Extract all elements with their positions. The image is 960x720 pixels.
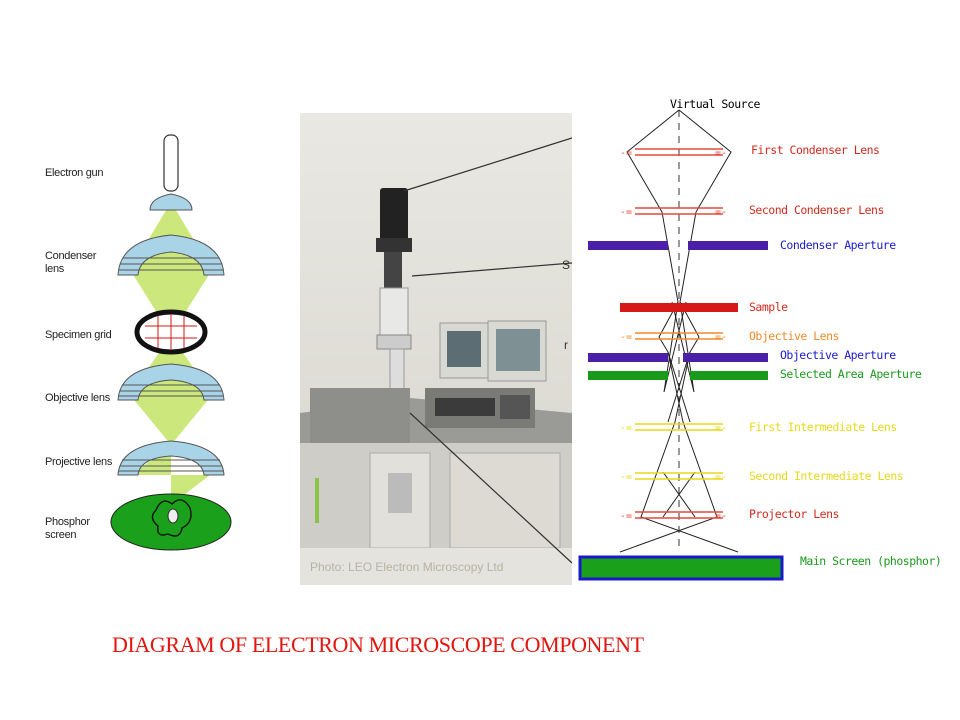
- svg-text:-=: -=: [620, 511, 632, 522]
- label-electron-gun: Electron gun: [45, 167, 104, 179]
- svg-text:=-: =-: [715, 472, 727, 483]
- objective-lens-mark: -= =-: [620, 332, 727, 343]
- ray-label-virtual-source: Virtual Source: [670, 97, 760, 111]
- objective-lens-shape: [117, 363, 225, 401]
- svg-text:-=: -=: [620, 472, 632, 483]
- label-condenser-lens: Condenser lens: [45, 250, 97, 275]
- condenser-aperture-right: [688, 241, 768, 250]
- svg-text:-=: -=: [620, 423, 632, 434]
- phosphor-screen-shape: [110, 493, 232, 551]
- diagram-caption: DIAGRAM OF ELECTRON MICROSCOPE COMPONENT: [112, 632, 644, 657]
- first-condenser-lens-mark: -= =-: [620, 148, 727, 159]
- cut-off-label-s: S: [562, 258, 570, 272]
- main-screen-mark: [578, 555, 784, 581]
- svg-text:=-: =-: [715, 207, 727, 218]
- svg-text:=-: =-: [715, 148, 727, 159]
- microscope-photo: S r Photo: LEO Electron Microscopy Ltd: [300, 113, 573, 585]
- ray-label-sample: Sample: [749, 300, 788, 314]
- projective-lens-shape: [117, 440, 225, 476]
- beam-cone-2: [130, 270, 212, 335]
- ray-label-second-condenser-lens: Second Condenser Lens: [749, 203, 884, 217]
- first-intermediate-lens-mark: -= =-: [620, 423, 727, 434]
- objective-aperture-left: [588, 353, 668, 362]
- ray-diagram: -= =- -= =- -= =- -= =- -= =- -= =- Virtual So…: [575, 92, 950, 592]
- objective-aperture-right: [683, 353, 768, 362]
- label-phosphor-screen: Phosphor screen: [45, 516, 90, 541]
- pointer-line-top: [403, 137, 573, 192]
- ray-label-selected-area-aperture: Selected Area Aperture: [780, 367, 922, 381]
- selected-area-aperture-right: [690, 371, 768, 380]
- ray-label-condenser-aperture: Condenser Aperture: [780, 238, 896, 252]
- ray-label-first-condenser-lens: First Condenser Lens: [751, 143, 880, 157]
- ray-label-second-intermediate-lens: Second Intermediate Lens: [749, 469, 904, 483]
- second-intermediate-lens-mark: -= =-: [620, 472, 727, 483]
- selected-area-aperture-left: [588, 371, 668, 380]
- ray-label-objective-aperture: Objective Aperture: [780, 348, 896, 362]
- cut-off-label-r: r: [564, 338, 568, 352]
- condenser-lens-shape: [117, 234, 225, 276]
- label-projective-lens: Projective lens: [45, 456, 113, 468]
- electron-microscope-schematic: Electron gun Condenser lens Specimen gri…: [40, 130, 250, 570]
- schematic-drawing: [110, 134, 232, 551]
- microscope-photo-drawing: S r: [300, 113, 573, 585]
- svg-text:-=: -=: [620, 332, 632, 343]
- electron-gun-tube: [163, 134, 179, 192]
- pointer-line-bottom: [409, 412, 573, 564]
- svg-text:=-: =-: [715, 423, 727, 434]
- pointer-line-middle: [411, 262, 573, 277]
- svg-text:=-: =-: [715, 332, 727, 343]
- condenser-aperture-left: [588, 241, 668, 250]
- label-objective-lens: Objective lens: [45, 392, 110, 404]
- column-top: [380, 188, 408, 248]
- beam-cone-4: [130, 395, 212, 445]
- svg-text:-=: -=: [620, 148, 632, 159]
- specimen-grid-shape: [134, 309, 208, 355]
- svg-text:=-: =-: [715, 511, 727, 522]
- second-condenser-lens-mark: -= =-: [620, 207, 727, 218]
- sample-mark: [620, 303, 738, 312]
- ray-label-projector-lens: Projector Lens: [749, 507, 839, 521]
- ray-diagram-drawing: -= =- -= =- -= =- -= =- -= =- -= =-: [578, 109, 784, 581]
- photo-credit: Photo: LEO Electron Microscopy Ltd: [310, 560, 504, 574]
- ray-label-first-intermediate-lens: First Intermediate Lens: [749, 420, 897, 434]
- ray-label-objective-lens: Objective Lens: [749, 329, 839, 343]
- label-specimen-grid: Specimen grid: [45, 329, 112, 341]
- electron-gun-anode: [149, 193, 193, 211]
- ray-label-main-screen: Main Screen (phosphor): [800, 554, 942, 568]
- svg-text:-=: -=: [620, 207, 632, 218]
- projector-lens-mark: -= =-: [620, 511, 727, 522]
